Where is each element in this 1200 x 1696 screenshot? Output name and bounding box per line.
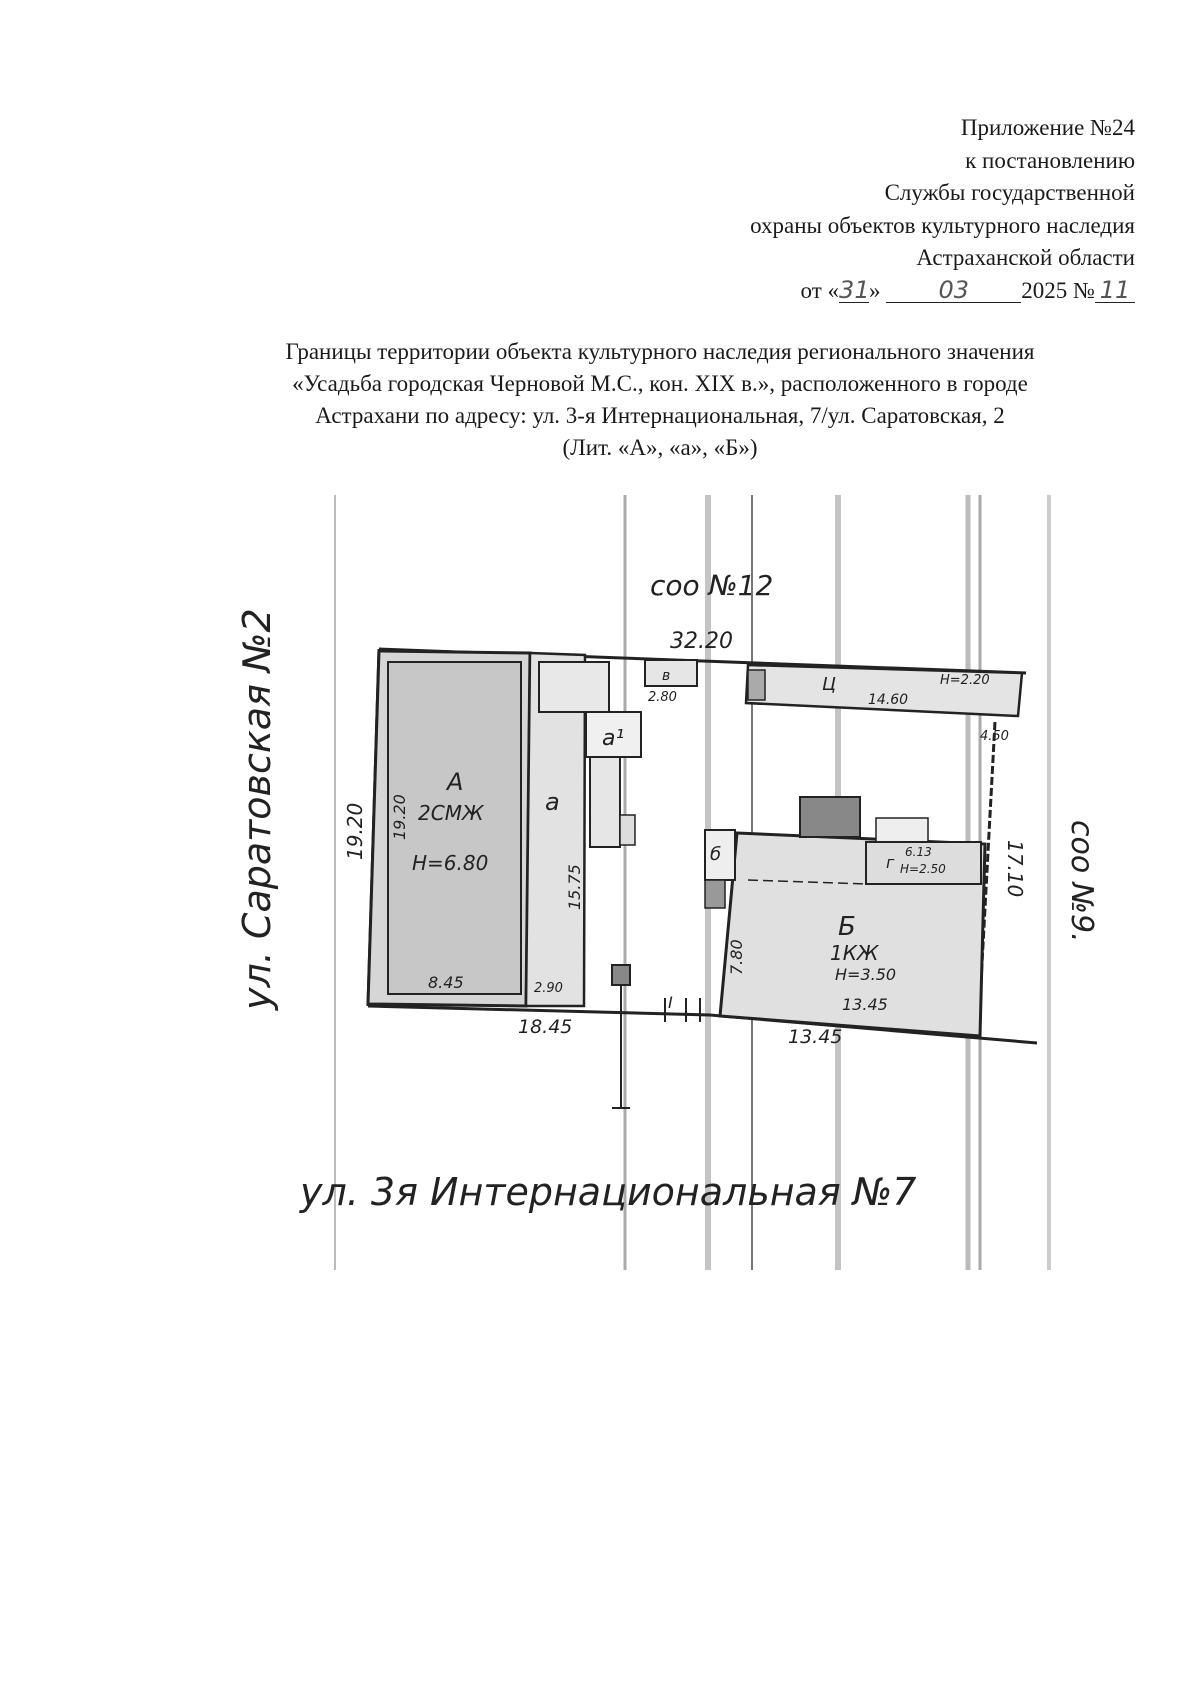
appendix-region: Астраханской области xyxy=(916,245,1135,270)
building-ts-length: 14.60 xyxy=(868,692,908,708)
building-a-width: 8.45 xyxy=(428,973,464,992)
building-a1-letter: а¹ xyxy=(602,726,624,751)
date-month: 03 xyxy=(886,278,1022,303)
building-b-letter: Б xyxy=(838,912,856,942)
building-v-letter: в xyxy=(662,668,670,684)
building-b-height: Н=3.50 xyxy=(835,965,896,984)
building-a-small xyxy=(524,651,642,1008)
date-year-number: 2025 № xyxy=(1021,277,1095,303)
gate-marks xyxy=(611,964,701,1109)
date-mid: » xyxy=(869,277,881,303)
building-v-dim: 2.80 xyxy=(648,690,677,705)
building-b-floors: 1КЖ xyxy=(830,941,880,965)
appendix-number: Приложение №24 xyxy=(960,115,1135,140)
dim-bottom-left: 18.45 xyxy=(518,1016,572,1038)
building-a-small-letter: а xyxy=(545,788,560,816)
document-title: Границы территории объекта культурного н… xyxy=(140,336,1180,464)
building-v xyxy=(644,659,698,687)
title-line: «Усадьба городская Черновой М.С., кон. X… xyxy=(292,371,1028,396)
misc-dim: 4.50 xyxy=(980,729,1009,744)
building-b-width: 13.45 xyxy=(842,995,888,1014)
title-line: (Лит. «А», «а», «Б») xyxy=(562,435,758,460)
building-a-height: Н=6.80 xyxy=(412,851,488,875)
dim-right: 17.10 xyxy=(1003,840,1027,897)
gate-mark: I xyxy=(668,993,673,1012)
building-g-letter: г xyxy=(886,853,895,872)
building-b-small-letter: б xyxy=(710,844,721,865)
building-ts-height: Н=2.20 xyxy=(940,673,990,688)
street-left-label: ул. Саратовская №2 xyxy=(235,608,279,1011)
dim-top: 32.20 xyxy=(670,629,733,654)
building-b-depth: 7.80 xyxy=(727,939,746,975)
plan-labels: соо №12 32.20 ул. Саратовская №2 19.20 у… xyxy=(235,569,1099,1214)
neighbor-top-label: соо №12 xyxy=(650,569,773,602)
building-a-length: 19.20 xyxy=(390,794,409,840)
appendix-ref: к постановлению xyxy=(965,147,1135,173)
dim-bottom-right: 13.45 xyxy=(788,1026,842,1048)
dim-left: 19.20 xyxy=(343,803,367,860)
building-ts xyxy=(744,663,1024,718)
building-g-dim: 6.13 xyxy=(905,845,932,859)
neighbor-right-label: соо №9. xyxy=(1064,820,1099,943)
date-day: 31 xyxy=(839,275,870,304)
title-line: Астрахани по адресу: ул. 3-я Интернацион… xyxy=(315,403,1005,428)
building-a-letter: А xyxy=(445,768,463,796)
appendix-authority-1: Службы государственной xyxy=(884,180,1135,205)
building-b xyxy=(704,796,987,1038)
street-bottom-label: ул. 3я Интернациональная №7 xyxy=(299,1170,916,1214)
building-a xyxy=(366,649,532,1008)
document-number: 11 xyxy=(1095,278,1135,303)
building-ts-letter: Ц xyxy=(822,674,836,695)
date-prefix: от « xyxy=(800,277,840,303)
building-a-small-length: 15.75 xyxy=(565,864,584,910)
appendix-authority-2: охраны объектов культурного наследия xyxy=(750,212,1135,238)
building-g-height: Н=2.50 xyxy=(900,862,946,876)
building-a-small-width: 2.90 xyxy=(534,981,563,996)
appendix-header: Приложение №24 к постановлению Службы го… xyxy=(750,112,1135,307)
title-line: Границы территории объекта культурного н… xyxy=(285,339,1035,364)
building-a-floors: 2СМЖ xyxy=(418,801,485,825)
